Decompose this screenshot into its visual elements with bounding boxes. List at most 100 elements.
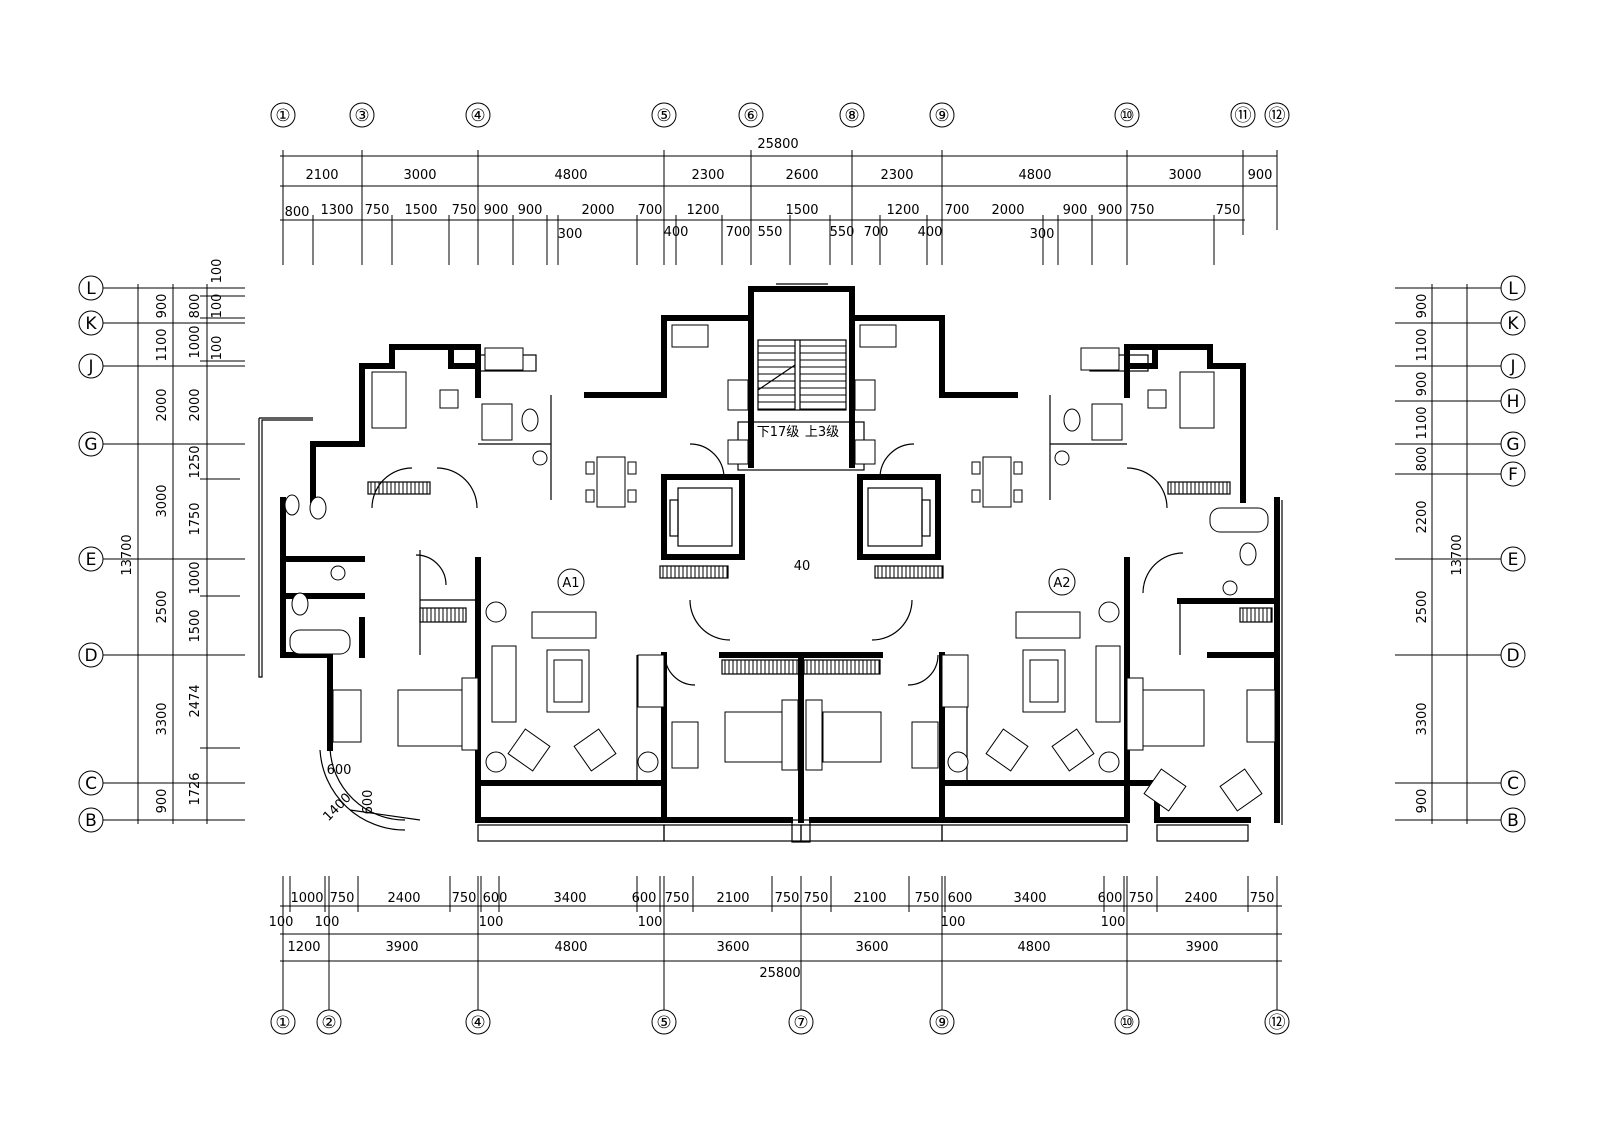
svg-text:3400: 3400 [1013, 891, 1046, 906]
svg-text:900: 900 [1415, 294, 1430, 319]
axis-bubble-9-bottom: ⑨ [929, 1009, 955, 1035]
axis-bubble-8-top: ⑧ [839, 102, 865, 128]
svg-text:K: K [1507, 314, 1519, 334]
axis-bubble-3-top: ③ [349, 102, 375, 128]
svg-text:②: ② [321, 1013, 336, 1033]
svg-text:2474: 2474 [188, 684, 203, 717]
svg-text:4800: 4800 [1017, 940, 1050, 955]
svg-text:2000: 2000 [188, 388, 203, 421]
svg-text:3000: 3000 [155, 484, 170, 517]
svg-text:3000: 3000 [1168, 168, 1201, 183]
left-axis-bubbles: L K J G E D C B [78, 275, 104, 833]
svg-text:750: 750 [1216, 203, 1241, 218]
svg-text:550: 550 [758, 225, 783, 240]
svg-text:J: J [1509, 357, 1515, 377]
svg-text:B: B [1507, 811, 1519, 831]
axis-bubble-12-bottom: ⑫ [1264, 1009, 1290, 1035]
svg-text:2100: 2100 [716, 891, 749, 906]
svg-text:900: 900 [1415, 789, 1430, 814]
svg-text:3300: 3300 [1415, 702, 1430, 735]
svg-text:4800: 4800 [554, 940, 587, 955]
svg-text:⑤: ⑤ [656, 1013, 671, 1033]
svg-text:H: H [1507, 392, 1520, 412]
top-dimension-labels: 25800 2100 3000 4800 2300 2600 2300 4800… [285, 137, 1273, 242]
svg-text:①: ① [275, 1013, 290, 1033]
svg-text:100: 100 [479, 915, 504, 930]
svg-text:1500: 1500 [188, 609, 203, 642]
axis-bubble-E-left: E [78, 546, 104, 572]
axis-bubble-C-left: C [78, 770, 104, 796]
axis-bubble-4-top: ④ [465, 102, 491, 128]
bottom-axis-bubbles: ① ② ④ ⑤ ⑦ ⑨ ⑩ ⑫ [270, 1009, 1290, 1035]
elevator-right [867, 487, 931, 547]
axis-bubble-1-bottom: ① [270, 1009, 296, 1035]
svg-text:100: 100 [210, 336, 225, 361]
axis-bubble-11-top: ⑪ [1230, 102, 1256, 128]
axis-bubble-L-right: L [1500, 275, 1526, 301]
svg-text:3600: 3600 [855, 940, 888, 955]
axis-bubble-L-left: L [78, 275, 104, 301]
svg-text:⑥: ⑥ [743, 106, 758, 126]
svg-text:⑫: ⑫ [1269, 106, 1286, 126]
svg-text:13700: 13700 [1450, 534, 1465, 575]
svg-text:⑫: ⑫ [1269, 1013, 1286, 1033]
axis-bubble-12-top: ⑫ [1264, 102, 1290, 128]
svg-text:1500: 1500 [785, 203, 818, 218]
svg-text:J: J [87, 357, 93, 377]
svg-text:⑤: ⑤ [656, 106, 671, 126]
svg-text:300: 300 [1030, 227, 1055, 242]
svg-text:3400: 3400 [553, 891, 586, 906]
axis-bubble-D-left: D [78, 642, 104, 668]
svg-text:900: 900 [155, 294, 170, 319]
svg-text:25800: 25800 [759, 966, 800, 981]
svg-text:750: 750 [915, 891, 940, 906]
svg-text:F: F [1508, 465, 1518, 485]
svg-text:B: B [85, 811, 97, 831]
svg-text:700: 700 [726, 225, 751, 240]
bottom-dimension-labels: 1000 750 2400 750 600 3400 600 750 2100 … [269, 891, 1275, 981]
svg-text:750: 750 [804, 891, 829, 906]
svg-text:L: L [1508, 279, 1518, 299]
svg-text:600: 600 [361, 790, 376, 815]
svg-text:⑨: ⑨ [934, 1013, 949, 1033]
svg-text:⑦: ⑦ [793, 1013, 808, 1033]
axis-bubble-4-bottom: ④ [465, 1009, 491, 1035]
axis-bubble-H-right: H [1500, 388, 1526, 414]
svg-text:E: E [86, 550, 97, 570]
svg-text:④: ④ [470, 1013, 485, 1033]
svg-text:700: 700 [864, 225, 889, 240]
svg-text:400: 400 [918, 225, 943, 240]
svg-text:900: 900 [484, 203, 509, 218]
window-strip [874, 565, 944, 579]
svg-text:900: 900 [1063, 203, 1088, 218]
svg-text:900: 900 [518, 203, 543, 218]
svg-text:1000: 1000 [188, 325, 203, 358]
top-dimension-chains [280, 150, 1278, 265]
svg-text:800: 800 [285, 205, 310, 220]
axis-bubble-B-right: B [1500, 807, 1526, 833]
right-dimension-chains [1395, 284, 1501, 824]
unit-tag-A2: A2 [1048, 568, 1076, 596]
svg-text:⑩: ⑩ [1119, 1013, 1134, 1033]
axis-bubble-F-right: F [1500, 461, 1526, 487]
axis-bubble-6-top: ⑥ [738, 102, 764, 128]
left-dimension-chains [103, 284, 245, 824]
svg-text:600: 600 [483, 891, 508, 906]
svg-text:800: 800 [1415, 447, 1430, 472]
axis-bubble-2-bottom: ② [316, 1009, 342, 1035]
axis-bubble-G-right: G [1500, 431, 1526, 457]
axis-bubble-9-top: ⑨ [929, 102, 955, 128]
svg-text:4800: 4800 [554, 168, 587, 183]
exterior-walls [258, 283, 1283, 825]
svg-text:1250: 1250 [188, 445, 203, 478]
axis-bubble-1-top: ① [270, 102, 296, 128]
svg-text:⑨: ⑨ [934, 106, 949, 126]
left-dimension-labels: 13700 900 1100 2000 3000 2500 3300 900 1… [120, 259, 225, 814]
axis-bubble-D-right: D [1500, 642, 1526, 668]
svg-text:2200: 2200 [1415, 500, 1430, 533]
svg-text:2500: 2500 [1415, 590, 1430, 623]
svg-text:750: 750 [665, 891, 690, 906]
svg-text:K: K [85, 314, 97, 334]
svg-text:2400: 2400 [387, 891, 420, 906]
